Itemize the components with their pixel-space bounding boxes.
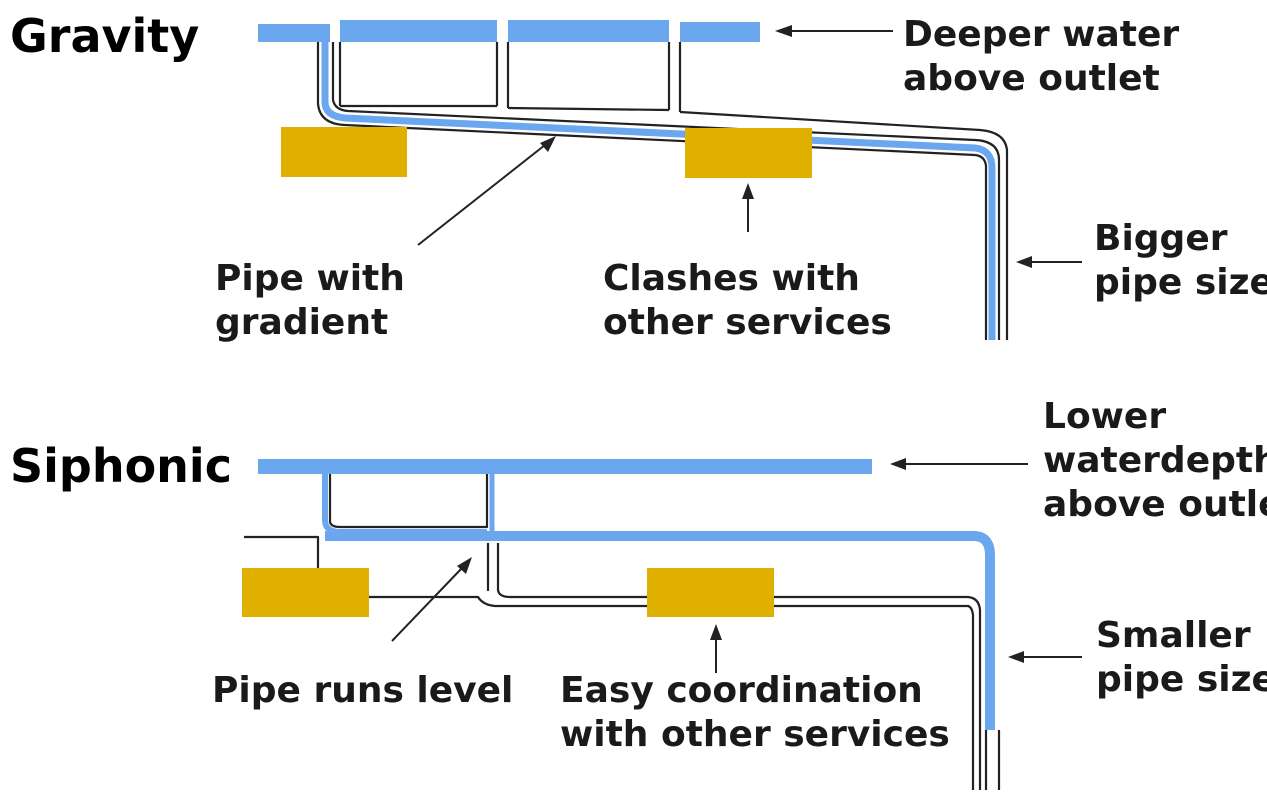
lower-waterdepth-note: Lower waterdepth above outlet	[1043, 396, 1267, 525]
bigger-pipe-note: Bigger pipe size	[1094, 218, 1267, 303]
siphonic-outlet-pipes	[322, 474, 495, 535]
gravity-service-left	[281, 127, 407, 177]
gravity-gutter	[258, 20, 760, 42]
gravity-outlet-pipes	[338, 42, 1009, 340]
deeper-water-note: Deeper water above outlet	[903, 14, 1192, 99]
siphonic-collector-pipe	[325, 531, 1001, 790]
pipe-level-note: Pipe runs level	[212, 670, 513, 711]
siphonic-gutter	[258, 459, 872, 474]
siphonic-service-right	[647, 568, 774, 617]
clashes-note: Clashes with other services	[603, 258, 892, 343]
gravity-section: Gravity	[10, 9, 1267, 343]
pipe-gradient-note: Pipe with gradient	[215, 258, 417, 343]
siphonic-section: Siphonic	[10, 396, 1267, 790]
smaller-pipe-note: Smaller pipe size	[1096, 615, 1267, 700]
gravity-service-clash	[685, 128, 812, 178]
gravity-pointers	[417, 25, 1082, 268]
siphonic-service-left	[242, 568, 369, 617]
easy-coordination-note: Easy coordination with other services	[560, 670, 950, 755]
siphonic-pointers	[391, 458, 1082, 673]
gravity-collector-pipe	[316, 42, 1001, 340]
siphonic-title: Siphonic	[10, 439, 232, 493]
gravity-title: Gravity	[10, 9, 199, 63]
